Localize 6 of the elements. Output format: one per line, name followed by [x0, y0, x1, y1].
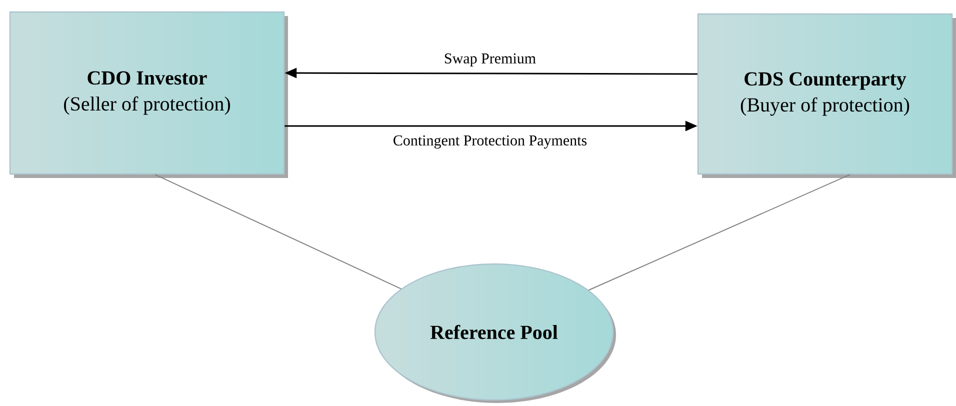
party-box: CDS Counterparty (Buyer of protection): [697, 13, 956, 178]
connector-line: [588, 174, 850, 291]
edge-label: Swap Premium: [442, 52, 538, 68]
party-box: CDO Investor (Seller of protection): [9, 11, 288, 178]
connector-line: [154, 174, 402, 290]
edge-label: Contingent Protection Payments: [392, 134, 588, 150]
